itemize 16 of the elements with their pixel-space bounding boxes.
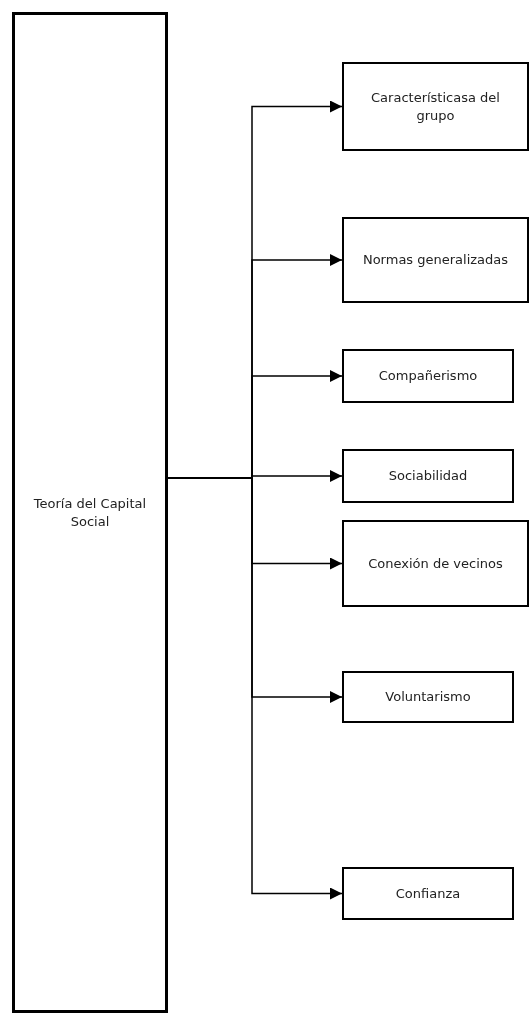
node-label: Sociabilidad — [387, 467, 469, 485]
main-concept-box — [12, 12, 168, 1013]
category-box — [342, 349, 514, 403]
category-box — [342, 449, 514, 503]
node-label: Voluntarismo — [384, 688, 472, 706]
category-box — [342, 62, 529, 151]
node-label: Normas generalizadas — [361, 251, 510, 269]
node-label: Conexión de vecinos — [367, 554, 504, 573]
node-label: Confianza — [394, 884, 462, 903]
category-box — [342, 867, 514, 920]
category-box — [342, 671, 514, 723]
node-label: Compañerismo — [377, 367, 479, 385]
category-box — [342, 217, 529, 303]
category-box — [342, 520, 529, 607]
node-label: Teoría del Capital Social — [32, 494, 148, 531]
node-label: Característicasa del grupo — [370, 88, 501, 125]
